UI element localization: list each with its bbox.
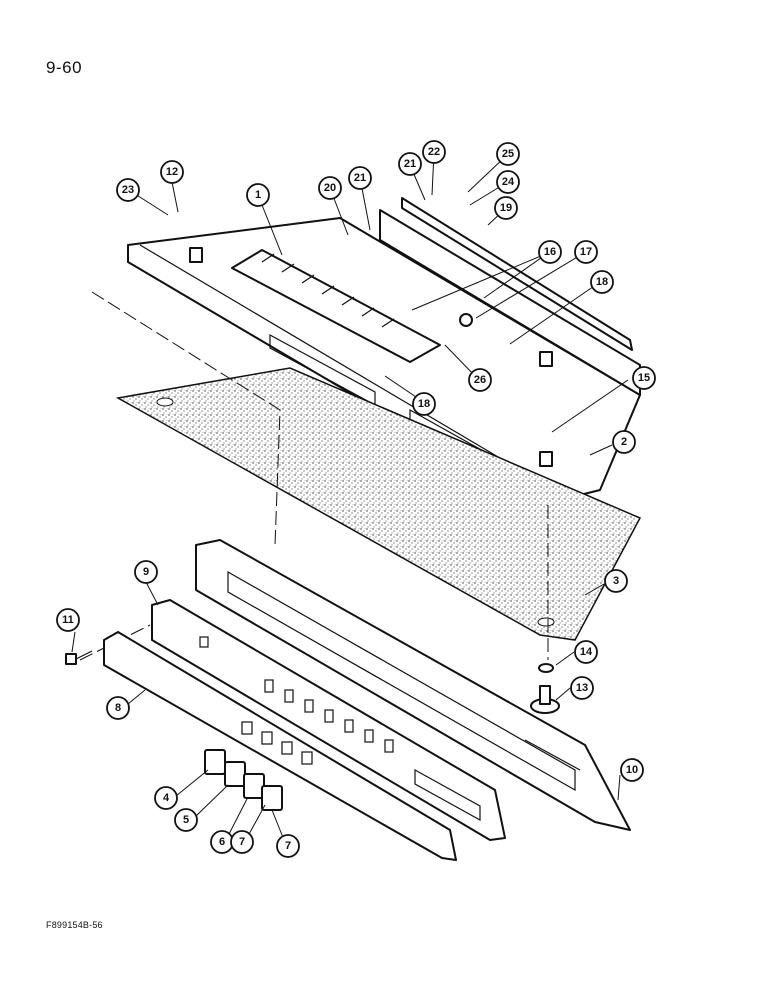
svg-text:17: 17	[580, 246, 592, 258]
svg-text:26: 26	[474, 374, 486, 386]
callout-2: 2	[612, 430, 636, 454]
svg-text:11: 11	[62, 614, 74, 626]
svg-text:4: 4	[163, 792, 170, 804]
callout-1: 1	[246, 183, 270, 207]
callout-15: 15	[632, 366, 656, 390]
svg-text:12: 12	[166, 166, 178, 178]
callout-16: 16	[538, 240, 562, 264]
svg-text:6: 6	[219, 836, 225, 848]
leader-lines	[71, 151, 629, 841]
gasket	[151, 599, 506, 841]
console-housing	[195, 539, 631, 831]
svg-text:8: 8	[115, 702, 121, 714]
svg-text:21: 21	[354, 172, 366, 184]
svg-text:2: 2	[621, 436, 627, 448]
callout-18b: 18	[412, 392, 436, 416]
svg-text:25: 25	[502, 148, 514, 160]
svg-text:16: 16	[544, 246, 556, 258]
callout-7b: 7	[276, 834, 300, 858]
callout-19: 19	[494, 196, 518, 220]
callout-13: 13	[570, 676, 594, 700]
callout-26: 26	[468, 368, 492, 392]
svg-text:22: 22	[428, 146, 440, 158]
svg-text:19: 19	[500, 202, 512, 214]
callout-17: 17	[574, 240, 598, 264]
callout-3: 3	[604, 569, 628, 593]
svg-text:1: 1	[255, 189, 261, 201]
knob-assembly	[530, 663, 560, 714]
svg-text:20: 20	[324, 182, 336, 194]
svg-text:21: 21	[404, 158, 416, 170]
callout-21b: 21	[398, 152, 422, 176]
callout-4: 4	[154, 786, 178, 810]
callout-9: 9	[134, 560, 158, 584]
callout-5: 5	[174, 808, 198, 832]
callout-10: 10	[620, 758, 644, 782]
callout-11: 11	[56, 608, 80, 632]
svg-text:9: 9	[143, 566, 149, 578]
svg-text:18: 18	[418, 398, 430, 410]
callout-14: 14	[574, 640, 598, 664]
upper-panel	[127, 197, 641, 506]
figure-code: F899154B-56	[46, 920, 103, 930]
svg-text:7: 7	[285, 840, 291, 852]
svg-text:10: 10	[626, 764, 638, 776]
svg-text:7: 7	[239, 836, 245, 848]
svg-text:13: 13	[576, 682, 588, 694]
svg-text:24: 24	[502, 176, 515, 188]
svg-text:5: 5	[183, 814, 189, 826]
bolt	[65, 650, 93, 665]
callout-25: 25	[496, 142, 520, 166]
callout-21a: 21	[348, 166, 372, 190]
svg-text:23: 23	[122, 184, 134, 196]
callout-18a: 18	[590, 270, 614, 294]
callout-6: 6	[210, 830, 234, 854]
svg-text:15: 15	[638, 372, 650, 384]
callout-7a: 7	[230, 830, 254, 854]
svg-text:14: 14	[580, 646, 593, 658]
svg-text:18: 18	[596, 276, 608, 288]
alignment-line-left	[91, 291, 281, 546]
rocker-switches	[204, 749, 283, 811]
page-number: 9-60	[46, 58, 83, 77]
callout-12: 12	[160, 160, 184, 184]
callout-23: 23	[116, 178, 140, 202]
callout-20: 20	[318, 176, 342, 200]
callout-22: 22	[422, 140, 446, 164]
svg-text:3: 3	[613, 575, 619, 587]
callout-24: 24	[496, 170, 520, 194]
callout-8: 8	[106, 696, 130, 720]
cover-plate	[103, 631, 457, 861]
